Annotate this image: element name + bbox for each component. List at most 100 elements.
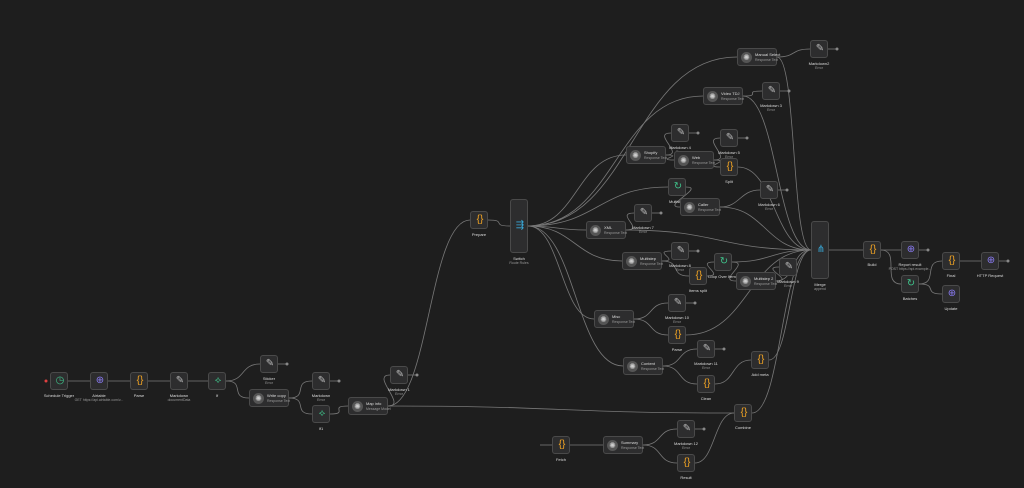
node-md5[interactable]: ✎ xyxy=(762,82,780,100)
node-split[interactable]: {} xyxy=(720,158,738,176)
connection-if1-llm1 xyxy=(225,380,250,399)
node-md6[interactable]: ✎ xyxy=(671,124,689,142)
node-final[interactable]: {} xyxy=(942,252,960,270)
add-output-handle[interactable] xyxy=(337,379,341,383)
node-if2[interactable]: ⟡ xyxy=(312,405,330,423)
node-http2[interactable]: ⊕ xyxy=(981,252,999,270)
node-markdown1[interactable]: ✎ xyxy=(170,372,188,390)
node-clean[interactable]: {} xyxy=(697,375,715,393)
markdown-pen-icon: ✎ xyxy=(725,132,735,143)
node-prepare[interactable]: {} xyxy=(470,211,488,229)
code-braces-icon: {} xyxy=(757,354,765,365)
code-braces-icon: {} xyxy=(703,378,711,389)
connection-loop1-caller xyxy=(674,186,692,208)
add-output-handle[interactable] xyxy=(926,248,930,252)
add-output-handle[interactable] xyxy=(696,131,700,135)
ai-model-icon: ✺ xyxy=(598,314,609,325)
node-md8[interactable]: ✎ xyxy=(760,181,778,199)
add-output-handle[interactable] xyxy=(659,211,663,215)
node-request[interactable]: ⊕ xyxy=(901,241,919,259)
node-result[interactable]: {} xyxy=(677,454,695,472)
add-output-handle[interactable] xyxy=(693,301,697,305)
node-md4[interactable]: ✎ xyxy=(810,40,828,58)
node-parse[interactable]: {} xyxy=(130,372,148,390)
node-update[interactable]: ⊕ xyxy=(942,285,960,303)
add-output-handle[interactable] xyxy=(745,136,749,140)
node-fetch[interactable]: {} xyxy=(552,436,570,454)
connection-shopify-web xyxy=(665,154,675,161)
markdown-pen-icon: ✎ xyxy=(765,184,775,195)
node-sublabel: Error xyxy=(765,207,773,211)
node-merge[interactable]: ⋔ xyxy=(811,221,829,279)
node-md14[interactable]: ✎ xyxy=(677,420,695,438)
add-output-handle[interactable] xyxy=(787,89,791,93)
node-batches[interactable]: ↻ xyxy=(901,275,919,293)
node-md7[interactable]: ✎ xyxy=(720,129,738,147)
node-md2[interactable]: ✎ xyxy=(312,372,330,390)
node-trigger[interactable]: ◷ xyxy=(50,372,68,390)
code-braces-icon: {} xyxy=(136,375,144,386)
globe-icon: ⊕ xyxy=(95,375,105,386)
node-label: Markdown 4 xyxy=(669,145,691,150)
node-switch[interactable]: ⇶ xyxy=(510,199,528,253)
node-loop1[interactable]: ↻ xyxy=(668,178,686,196)
node-md10[interactable]: ✎ xyxy=(671,242,689,260)
node-sublabel: Error xyxy=(784,284,792,288)
globe-icon: ⊕ xyxy=(906,244,916,255)
add-output-handle[interactable] xyxy=(722,347,726,351)
node-label: Airtable xyxy=(92,393,106,398)
node-title: Misc xyxy=(612,314,621,319)
connection-switch-multi xyxy=(527,225,623,262)
node-subtitle: Response Text xyxy=(621,446,645,450)
add-output-handle[interactable] xyxy=(285,362,289,366)
markdown-pen-icon: ✎ xyxy=(676,127,686,138)
node-parse2[interactable]: {} xyxy=(668,326,686,344)
add-output-handle[interactable] xyxy=(835,47,839,51)
add-output-handle[interactable] xyxy=(696,249,700,253)
node-md13[interactable]: ✎ xyxy=(697,340,715,358)
loop-icon: ↻ xyxy=(719,256,729,267)
add-output-handle[interactable] xyxy=(702,427,706,431)
node-if1[interactable]: ⟡ xyxy=(208,372,226,390)
node-combine[interactable]: {} xyxy=(734,404,752,422)
node-subtitle: Response Text xyxy=(640,262,664,266)
node-md11[interactable]: ✎ xyxy=(779,258,797,276)
node-label: Result xyxy=(680,475,692,480)
connection-loop2-merge xyxy=(731,249,812,263)
node-loop2[interactable]: ↻ xyxy=(714,253,732,271)
node-md12[interactable]: ✎ xyxy=(668,294,686,312)
node-airtable[interactable]: ⊕ xyxy=(90,372,108,390)
connection-switch-loop1 xyxy=(527,186,669,227)
connection-prepare-switch xyxy=(487,219,511,227)
add-output-handle[interactable] xyxy=(785,188,789,192)
node-md9[interactable]: ✎ xyxy=(634,204,652,222)
add-output-handle[interactable] xyxy=(1006,259,1010,263)
add-output-handle[interactable] xyxy=(415,373,419,377)
node-itemsplit[interactable]: {} xyxy=(689,267,707,285)
node-addmeta[interactable]: {} xyxy=(751,351,769,369)
node-md3[interactable]: ✎ xyxy=(390,366,408,384)
node-label: Markdown 6 xyxy=(758,202,780,207)
node-build[interactable]: {} xyxy=(863,241,881,259)
markdown-pen-icon: ✎ xyxy=(784,261,794,272)
markdown-pen-icon: ✎ xyxy=(265,358,275,369)
markdown-pen-icon: ✎ xyxy=(673,297,683,308)
code-braces-icon: {} xyxy=(558,439,566,450)
node-label: Markdown 8 xyxy=(669,263,691,268)
node-sticker[interactable]: ✎ xyxy=(260,355,278,373)
